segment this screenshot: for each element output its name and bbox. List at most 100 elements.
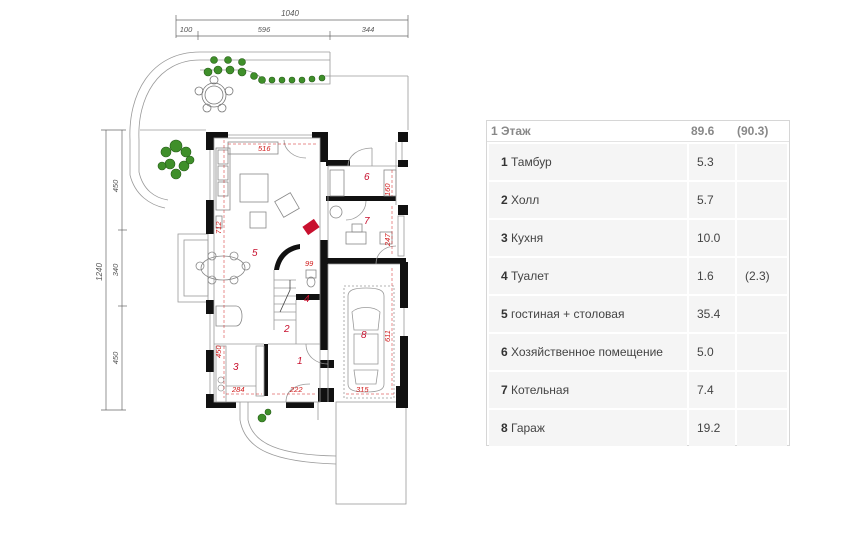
- area-cell: 1.6: [689, 258, 735, 294]
- room-num: 6: [501, 345, 508, 359]
- room-num: 4: [501, 269, 508, 283]
- segment-dim-1: 100: [180, 25, 193, 34]
- alt-area-cell: [737, 296, 787, 332]
- room-number-5: 5: [252, 248, 258, 259]
- room-area: 5.3: [697, 155, 714, 169]
- side-dim-3: 450: [111, 351, 120, 364]
- living-furniture: [195, 141, 397, 327]
- room-name: Туалет: [511, 269, 549, 283]
- room-name: Хозяйственное помещение: [511, 345, 663, 359]
- alt-area-cell: [737, 334, 787, 370]
- alt-area-cell: [737, 220, 787, 256]
- floor-label: 1 Этаж: [491, 124, 531, 138]
- bay-window: [177, 233, 209, 303]
- room-number-4: 4: [304, 294, 310, 305]
- left-dimensions: [101, 129, 127, 411]
- dim-160: 160: [383, 183, 392, 196]
- terrace: [129, 51, 409, 209]
- room-number-3: 3: [233, 362, 239, 373]
- room-name: гостиная + столовая: [511, 307, 625, 321]
- room-name: Кухня: [511, 231, 544, 245]
- dim-315: 315: [356, 385, 369, 394]
- area-cell: 5.3: [689, 144, 735, 180]
- entrance-steps: [239, 401, 407, 505]
- room-name: Гараж: [511, 421, 545, 435]
- floor-plan: 1040 100 596 344 1240 450 340 450: [95, 9, 409, 505]
- room-number-7: 7: [364, 216, 370, 227]
- walls: [206, 132, 408, 408]
- dim-712: 712: [214, 221, 223, 234]
- room-name: Холл: [511, 193, 540, 207]
- side-dim-2: 340: [111, 263, 120, 276]
- area-cell: 10.0: [689, 220, 735, 256]
- area-cell: 19.2: [689, 410, 735, 446]
- alt-area-cell: [737, 410, 787, 446]
- room-area: 5.0: [697, 345, 714, 359]
- room-area-alt: (2.3): [745, 269, 770, 283]
- room-numbers: 1 2 3 4 5 6 7 8: [233, 172, 370, 373]
- alt-area-cell: [737, 182, 787, 218]
- dim-450: 450: [214, 345, 223, 358]
- dim-611: 611: [383, 330, 392, 342]
- side-dim-1: 450: [111, 179, 120, 192]
- room-area: 1.6: [697, 269, 714, 283]
- floor-area-alt: (90.3): [737, 124, 769, 138]
- interior-dims: 516 712 450 284 222 99 160 247 611 315: [214, 144, 392, 394]
- room-area: 35.4: [697, 307, 721, 321]
- dim-284: 284: [231, 385, 245, 394]
- room-num: 8: [501, 421, 508, 435]
- overall-width-dim: 1040: [281, 9, 299, 18]
- room-number-2: 2: [283, 324, 290, 335]
- room-num: 3: [501, 231, 508, 245]
- alt-area-cell: (2.3): [737, 258, 787, 294]
- top-dimensions: [175, 15, 409, 40]
- room-number-6: 6: [364, 172, 370, 183]
- segment-dim-3: 344: [362, 25, 375, 34]
- plants: [157, 56, 326, 423]
- room-area: 10.0: [697, 231, 721, 245]
- room-number-8: 8: [361, 330, 367, 341]
- dim-247: 247: [383, 233, 392, 247]
- alt-area-cell: [737, 144, 787, 180]
- area-cell: 35.4: [689, 296, 735, 332]
- area-cell: 5.0: [689, 334, 735, 370]
- floor-area: 89.6: [691, 124, 715, 138]
- dim-516: 516: [258, 144, 271, 153]
- segment-dim-2: 596: [258, 25, 271, 34]
- room-name: Тамбур: [511, 155, 552, 169]
- overall-height-dim: 1240: [95, 263, 104, 281]
- alt-area-cell: [737, 372, 787, 408]
- interior-lines: [209, 134, 405, 403]
- dim-222: 222: [289, 385, 303, 394]
- area-cell: 5.7: [689, 182, 735, 218]
- room-area: 7.4: [697, 383, 714, 397]
- table-header: 1 Этаж 89.6 (90.3): [487, 121, 789, 142]
- room-number-1: 1: [297, 356, 303, 367]
- terrace-table-icon: [194, 75, 234, 113]
- dim-99: 99: [305, 259, 314, 268]
- fireplace-icon: [302, 218, 320, 236]
- room-num: 5: [501, 307, 508, 321]
- dim-lines-red: [223, 140, 396, 398]
- room-area: 5.7: [697, 193, 714, 207]
- room-num: 1: [501, 155, 508, 169]
- room-num: 2: [501, 193, 508, 207]
- room-area: 19.2: [697, 421, 721, 435]
